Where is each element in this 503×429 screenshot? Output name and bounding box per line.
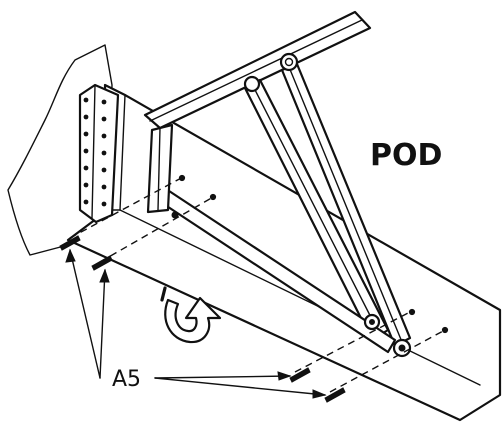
bracket-hole xyxy=(83,199,89,205)
bracket-hole xyxy=(83,165,89,171)
alignment-lines xyxy=(69,175,446,393)
lid-rail xyxy=(143,10,372,130)
bracket-hole xyxy=(83,131,89,137)
bracket-hole xyxy=(101,201,107,207)
bracket-hole xyxy=(83,97,89,103)
gas-strut-right xyxy=(279,52,412,348)
screw-icon xyxy=(59,235,346,403)
curved-rotate-arrow-icon xyxy=(160,286,222,344)
bracket-hole xyxy=(83,114,89,120)
bracket-hole xyxy=(101,167,107,173)
bracket-hole xyxy=(83,182,89,188)
direction-label: POD xyxy=(370,138,442,173)
board-holes xyxy=(178,174,449,334)
bracket-hole xyxy=(101,150,107,156)
lift-arm xyxy=(146,123,397,354)
gas-strut-left xyxy=(243,75,390,342)
bracket-hole xyxy=(101,99,107,105)
callout-lines xyxy=(65,248,327,399)
part-label-a5: A5 xyxy=(112,367,141,392)
bracket-holes xyxy=(83,97,107,207)
bracket-hole xyxy=(101,184,107,190)
bracket-hole xyxy=(101,133,107,139)
bracket-hole xyxy=(83,148,89,154)
hinge-bracket xyxy=(78,83,120,224)
bracket-hole xyxy=(101,116,107,122)
pivot-bolts xyxy=(171,211,412,358)
